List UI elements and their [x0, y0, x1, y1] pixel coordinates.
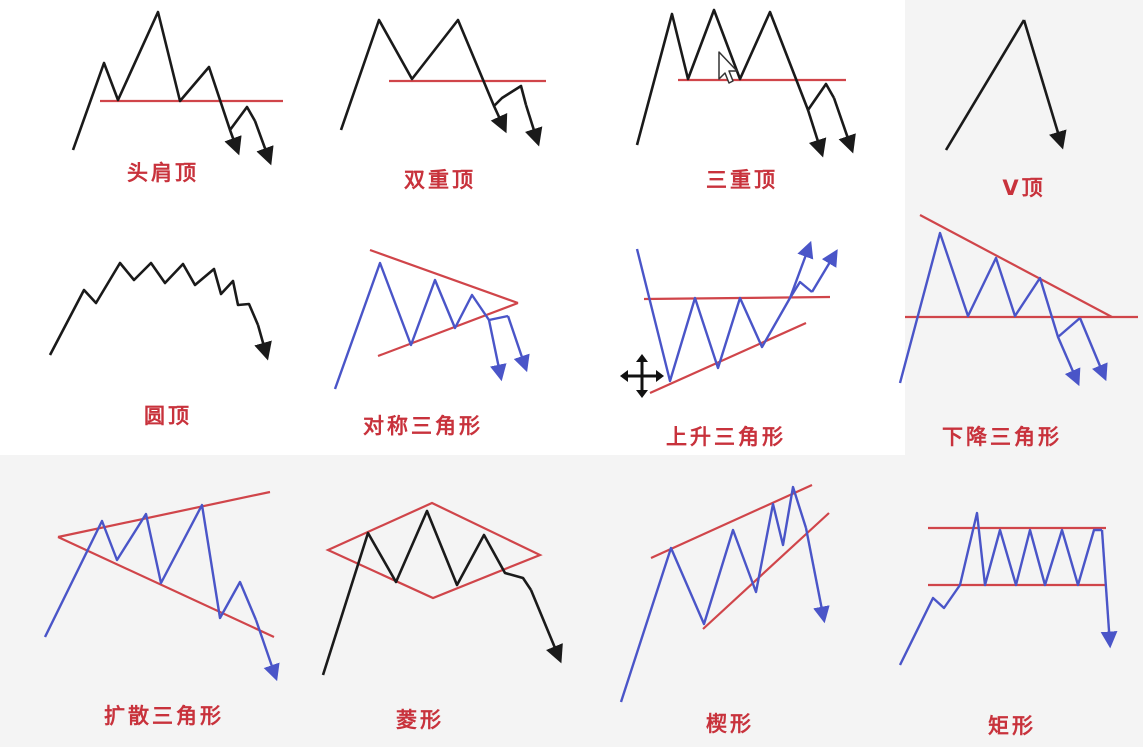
pattern-label-broadening-triangle: 扩散三角形 [104, 704, 224, 728]
rounding-top-drawing [48, 261, 272, 361]
pattern-label-head-shoulders-top: 头肩顶 [127, 161, 199, 185]
pattern-label-symmetrical-triangle: 对称三角形 [363, 414, 483, 438]
upper-trendline [650, 483, 813, 560]
pattern-label-rounding-top: 圆顶 [144, 404, 192, 428]
symmetrical-triangle-drawing [333, 248, 530, 390]
price-line [339, 18, 528, 131]
breakout-arrow [1022, 19, 1067, 150]
breakout-arrow [254, 324, 272, 361]
breakout-arrow [529, 589, 563, 664]
breakout-arrow [804, 527, 830, 624]
breakout-arrow [1100, 529, 1118, 649]
pattern-label-diamond: 菱形 [396, 708, 444, 732]
diamond-outline [325, 501, 543, 600]
background-panel-top-right [905, 0, 1143, 470]
resistance-line [643, 295, 831, 301]
head-shoulders-top-drawing [71, 10, 283, 166]
pattern-label-double-top: 双重顶 [404, 168, 476, 192]
mouse-pointer-icon [718, 51, 738, 84]
lower-trendline [57, 536, 275, 638]
pattern-label-descending-triangle: 下降三角形 [942, 425, 1062, 449]
breakout-arrow [253, 120, 274, 166]
wedge-drawing [619, 483, 830, 703]
ascending-triangle-drawing [635, 240, 838, 395]
breakout-arrow [490, 105, 508, 134]
breakout-arrow [810, 249, 838, 293]
broadening-triangle-drawing [43, 490, 280, 682]
pattern-label-rectangle: 矩形 [988, 714, 1036, 738]
price-line [321, 509, 533, 676]
pattern-label-v-top: V顶 [1002, 176, 1046, 200]
price-line [898, 511, 1102, 666]
lower-trendline [377, 301, 519, 358]
breakout-arrow [806, 109, 827, 158]
price-line [944, 19, 1026, 151]
price-line [898, 231, 1081, 384]
breakout-arrow [1078, 317, 1108, 382]
lower-trendline [702, 512, 830, 630]
double-top-drawing [339, 18, 546, 147]
price-line [71, 10, 257, 151]
move-cross-icon[interactable] [620, 354, 664, 398]
diamond-drawing [321, 501, 563, 676]
breakout-arrow [254, 619, 280, 682]
triple-top-drawing [635, 8, 856, 158]
price-line [48, 261, 260, 356]
breakout-arrow [1056, 336, 1081, 387]
pattern-label-triple-top: 三重顶 [706, 168, 778, 192]
price-line [635, 8, 836, 146]
rectangle-drawing [898, 511, 1118, 666]
v-top-drawing [944, 19, 1067, 151]
breakout-arrow [788, 240, 814, 299]
background-panel-bottom [0, 455, 1143, 747]
upper-trendline [369, 248, 519, 305]
upper-trendline [57, 490, 271, 539]
price-line [619, 485, 808, 703]
pattern-label-ascending-triangle: 上升三角形 [666, 425, 786, 449]
price-line [43, 503, 258, 638]
rising-support-line [649, 321, 807, 395]
price-line [635, 248, 813, 383]
breakout-arrow [224, 129, 242, 156]
falling-resistance-line [919, 214, 1113, 318]
breakout-arrow [524, 104, 543, 147]
pattern-label-wedge: 楔形 [706, 712, 754, 736]
breakout-arrow [506, 315, 530, 373]
price-line [333, 261, 509, 390]
breakout-arrow [487, 319, 507, 382]
descending-triangle-drawing [898, 214, 1138, 387]
breakout-arrow [832, 97, 856, 154]
